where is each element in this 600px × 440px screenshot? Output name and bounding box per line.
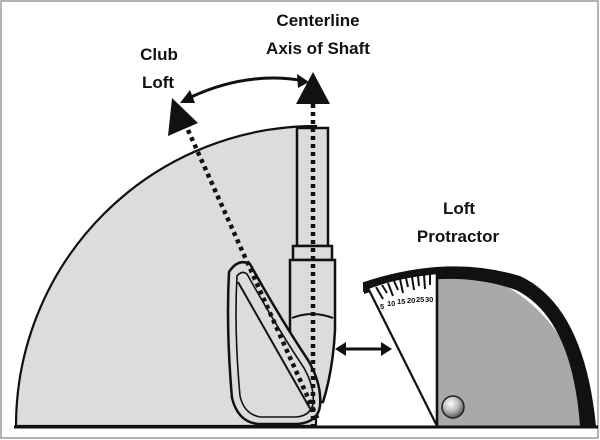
loft-label: Loft (142, 73, 174, 92)
protractor-tick-marks (375, 274, 431, 300)
gap-arrow-right (381, 342, 392, 356)
protractor-tick (423, 274, 426, 290)
gap-arrow-left (335, 342, 346, 356)
protractor-knob (441, 395, 465, 419)
loft-angle-arrow-left (180, 90, 195, 103)
protractor-tick (393, 280, 399, 291)
tick-label: 5 (380, 302, 384, 311)
club-loft-line (185, 129, 321, 421)
protractor-gray-quadrant (437, 268, 586, 426)
protractor-label: Protractor (417, 227, 500, 246)
club-face-outline (235, 271, 315, 418)
protractor-tick (381, 284, 388, 294)
tick-label: 15 (397, 297, 405, 306)
protractor-tick (387, 282, 394, 297)
loft-angle-arc (190, 76, 300, 99)
loft-line-arrowhead (168, 98, 198, 136)
tick-label: 30 (425, 295, 433, 304)
tick-label: 20 (407, 296, 415, 305)
loft-angle-arrow-right (297, 74, 309, 88)
centerline-arrowhead (296, 72, 330, 104)
protractor-tick (375, 286, 384, 300)
protractor-tick (417, 275, 420, 287)
club-face-line (237, 281, 313, 413)
club-label: Club (140, 45, 178, 64)
protractor-tick (399, 278, 404, 294)
tick-label: 25 (416, 295, 424, 304)
axis-of-shaft-label: Axis of Shaft (266, 39, 370, 58)
centerline-label: Centerline (276, 11, 359, 30)
protractor-loft-label: Loft (443, 199, 475, 218)
protractor-tick (411, 276, 415, 291)
club-head (226, 261, 322, 426)
protractor-tick (405, 277, 409, 288)
tick-label: 10 (387, 299, 395, 308)
